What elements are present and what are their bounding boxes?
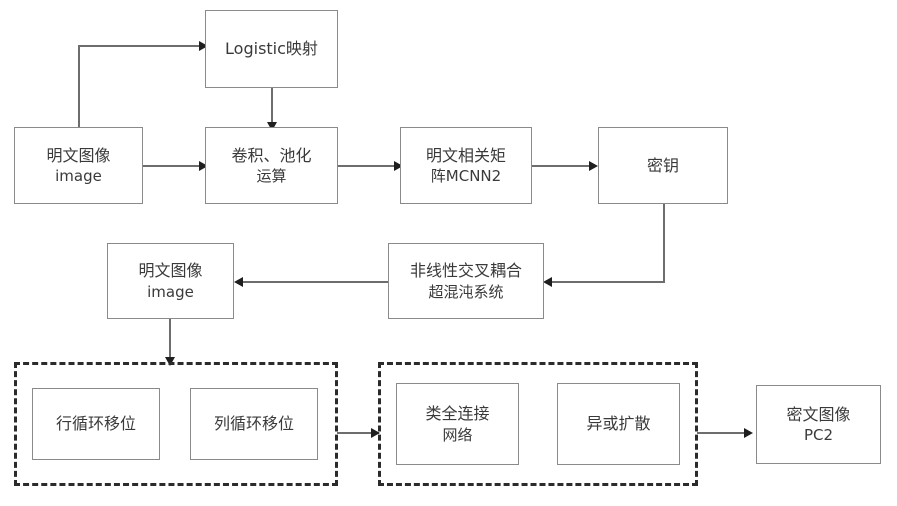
arrowhead-to-diffusion-group <box>371 428 380 438</box>
node-plaintext-image-1-line1: 明文图像 <box>46 145 111 165</box>
node-key[interactable]: 密钥 <box>598 127 728 204</box>
arrowhead-to-logistic <box>199 41 208 51</box>
arrowhead-to-mcnn2 <box>394 161 403 171</box>
connector-permutation-to-diffusion <box>337 432 379 434</box>
arrowhead-to-key <box>589 161 598 171</box>
node-mcnn2-matrix[interactable]: 明文相关矩 阵MCNN2 <box>400 127 532 204</box>
node-logistic-map[interactable]: Logistic映射 <box>205 10 338 88</box>
arrowhead-to-convpool-left <box>199 161 208 171</box>
node-hyperchaotic-system[interactable]: 非线性交叉耦合 超混沌系统 <box>388 243 544 319</box>
node-plaintext-image-2[interactable]: 明文图像 image <box>107 243 234 319</box>
permutation-group <box>14 362 338 486</box>
node-column-circular-shift-line1: 列循环移位 <box>213 414 294 434</box>
node-ciphertext-image-line2: PC2 <box>803 426 834 445</box>
node-hyperchaotic-system-line1: 非线性交叉耦合 <box>409 261 522 281</box>
node-conv-pool-line2: 运算 <box>256 167 287 186</box>
node-plaintext-image-1-line2: image <box>55 167 102 186</box>
connector-hyperchaos-to-plain2 <box>243 281 389 283</box>
node-conv-pool[interactable]: 卷积、池化 运算 <box>205 127 338 204</box>
connector-mcnn2-to-key <box>532 165 594 167</box>
connector-plain1-to-logistic-vertical <box>78 46 80 131</box>
node-conv-pool-line1: 卷积、池化 <box>231 145 312 165</box>
arrowhead-to-permutation-group <box>165 357 175 366</box>
node-fully-connected-network-line2: 网络 <box>442 425 473 444</box>
node-column-circular-shift[interactable]: 列循环移位 <box>190 388 318 460</box>
node-mcnn2-matrix-line2: 阵MCNN2 <box>430 167 502 186</box>
node-plaintext-image-2-line1: 明文图像 <box>138 261 203 281</box>
connector-convpool-to-mcnn2 <box>338 165 400 167</box>
node-row-circular-shift-line1: 行循环移位 <box>55 414 136 434</box>
node-key-line1: 密钥 <box>646 155 679 175</box>
connector-logistic-to-convpool <box>271 88 273 126</box>
arrowhead-to-convpool-top <box>267 122 277 131</box>
connector-diffusion-to-cipher <box>697 432 749 434</box>
connector-key-to-hyperchaos-vertical <box>663 203 665 282</box>
node-logistic-map-line1: Logistic映射 <box>225 39 318 59</box>
node-xor-diffusion[interactable]: 异或扩散 <box>557 383 680 465</box>
node-mcnn2-matrix-line1: 明文相关矩 <box>425 145 506 165</box>
connector-key-to-hyperchaos-horizontal <box>552 281 665 283</box>
node-fully-connected-network[interactable]: 类全连接 网络 <box>396 383 519 465</box>
connector-plain2-to-permutation-group <box>169 318 171 362</box>
node-ciphertext-image-line1: 密文图像 <box>786 404 851 424</box>
node-row-circular-shift[interactable]: 行循环移位 <box>32 388 160 460</box>
node-ciphertext-image[interactable]: 密文图像 PC2 <box>756 385 881 464</box>
node-xor-diffusion-line1: 异或扩散 <box>586 414 651 434</box>
arrowhead-to-hyperchaos <box>543 277 552 287</box>
arrowhead-to-plain2 <box>234 277 243 287</box>
connector-plain1-to-convpool <box>143 165 205 167</box>
connector-plain1-to-logistic-horizontal <box>78 45 204 47</box>
diffusion-group <box>378 362 698 486</box>
node-plaintext-image-2-line2: image <box>147 282 194 301</box>
node-plaintext-image-1[interactable]: 明文图像 image <box>14 127 143 204</box>
node-hyperchaotic-system-line2: 超混沌系统 <box>428 282 504 301</box>
node-fully-connected-network-line1: 类全连接 <box>425 404 490 424</box>
arrowhead-to-cipher <box>744 428 753 438</box>
